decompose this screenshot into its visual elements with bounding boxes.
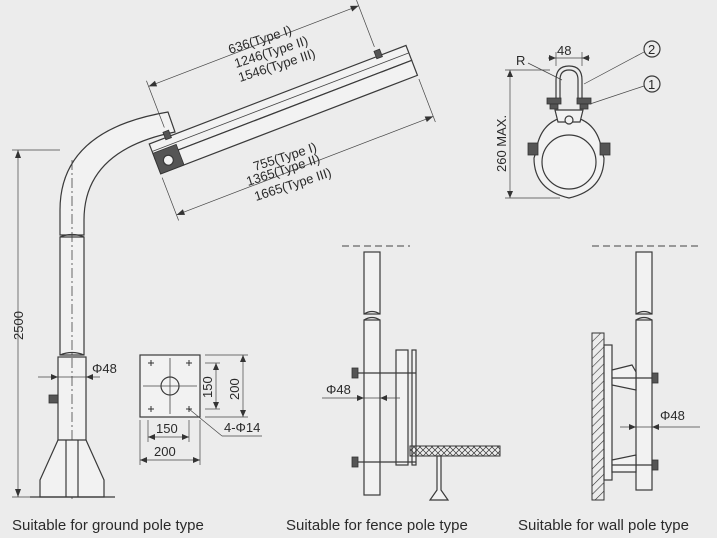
pole-arm xyxy=(59,111,176,236)
base-200-horizontal: 200 xyxy=(154,444,176,459)
base-150-vertical: 150 xyxy=(200,376,215,398)
luminaire-view xyxy=(146,0,436,221)
wall-pole-view: Φ48 xyxy=(591,245,700,501)
clamp-ring xyxy=(541,134,597,190)
fence-rail xyxy=(428,455,450,501)
callout-1: 1 xyxy=(648,77,655,92)
ground-pole-view: 2500 Φ48 xyxy=(11,111,176,500)
clamp-height-label: 260 MAX. xyxy=(494,115,509,172)
fence-pole-upper xyxy=(363,251,381,315)
fence-pole-lower xyxy=(363,319,381,496)
pole-bolt xyxy=(48,394,59,404)
clamp-radius-label: R xyxy=(516,53,525,68)
wall-pole-upper xyxy=(635,251,653,315)
fence-diameter-label: Φ48 xyxy=(326,382,351,397)
base-150-horizontal: 150 xyxy=(156,421,178,436)
pole-height-label: 2500 xyxy=(11,311,26,340)
u-bolt xyxy=(555,65,583,102)
fence-pole-view: Φ48 xyxy=(322,245,501,501)
wall-diameter-label: Φ48 xyxy=(660,408,685,423)
holes-label: 4-Φ14 xyxy=(224,420,260,435)
callout-1-circle xyxy=(643,75,661,93)
caption-ground: Suitable for ground pole type xyxy=(12,517,204,534)
callout-2: 2 xyxy=(648,42,655,57)
caption-fence: Suitable for fence pole type xyxy=(286,517,468,534)
wall-surface xyxy=(591,332,605,501)
base-200-vertical: 200 xyxy=(227,378,242,400)
fence-plate xyxy=(409,445,501,457)
base-plate-view: 150 200 150 200 4-Φ14 xyxy=(139,354,262,465)
caption-wall: Suitable for wall pole type xyxy=(518,517,689,534)
pole-base xyxy=(39,439,105,498)
clamp-view: 48 R 2 1 260 MAX. xyxy=(494,40,661,199)
callout-2-circle xyxy=(643,40,661,58)
wall-pole-lower xyxy=(635,319,653,491)
pole-diameter-label: Φ48 xyxy=(92,361,117,376)
clamp-width-label: 48 xyxy=(557,43,571,58)
